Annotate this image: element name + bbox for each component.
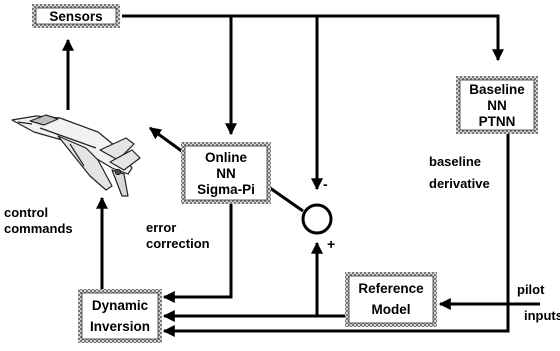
sensors-block: Sensors [32, 4, 120, 28]
dynamic-inversion-block: Dynamic Inversion [78, 289, 162, 343]
online-label-1: Online [205, 150, 247, 165]
online-nn-to-dynamic [162, 204, 233, 303]
sum-to-online-nn [269, 186, 304, 213]
online-nn-to-aircraft [149, 126, 184, 154]
baseline-label-2: NN [487, 98, 507, 113]
dynamic-label-2: Inversion [90, 319, 150, 334]
minus-sign: - [323, 176, 328, 192]
pilot-inputs-label-2: inputs [524, 308, 560, 323]
control-commands-label-1: control [4, 205, 48, 220]
sensor-bus [122, 14, 504, 62]
online-label-3: Sigma-Pi [197, 182, 255, 197]
reference-model-block: Reference Model [345, 272, 437, 327]
plus-sign: + [327, 236, 335, 252]
aircraft-illustration [11, 114, 141, 197]
baseline-label-1: Baseline [469, 82, 525, 97]
reference-label-1: Reference [358, 281, 424, 296]
baseline-to-dynamic [162, 134, 510, 337]
online-nn-block: Online NN Sigma-Pi [181, 142, 271, 204]
baseline-nn-block: Baseline NN PTNN [456, 76, 538, 134]
error-correction-label-1: error [146, 220, 176, 235]
error-correction-label-2: correction [146, 236, 210, 251]
baseline-derivative-label-2: derivative [429, 176, 490, 191]
pilot-inputs-label-1: pilot [517, 282, 545, 297]
baseline-label-3: PTNN [479, 114, 516, 129]
reference-label-2: Model [372, 302, 411, 317]
summing-junction [301, 203, 333, 235]
dynamic-label-1: Dynamic [92, 298, 149, 313]
control-commands-label-2: commands [4, 221, 73, 236]
sensors-label: Sensors [49, 9, 102, 24]
online-label-2: NN [216, 166, 236, 181]
baseline-derivative-label-1: baseline [429, 154, 481, 169]
